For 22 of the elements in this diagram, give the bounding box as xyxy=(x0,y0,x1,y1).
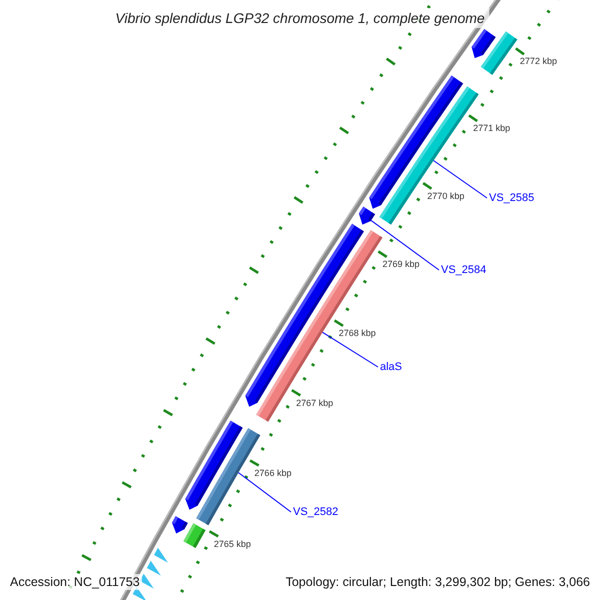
leader-line xyxy=(238,472,292,512)
scale-label: 2767 kbp xyxy=(296,398,334,408)
gene-label: alaS xyxy=(380,361,402,373)
leader-line xyxy=(432,160,488,198)
gene-block xyxy=(172,516,188,534)
gene-bar xyxy=(480,31,518,75)
leader-line xyxy=(370,220,440,270)
scale-label: 2766 kbp xyxy=(254,468,292,478)
scale-label: 2769 kbp xyxy=(382,259,420,270)
leader-line xyxy=(322,332,378,368)
gene-bar xyxy=(183,523,206,548)
scale-label: 2771 kbp xyxy=(473,123,510,134)
accession-text: Accession: NC_011753 xyxy=(8,574,142,590)
scale-label: 2770 kbp xyxy=(427,190,464,201)
gene-block xyxy=(358,206,376,225)
gene-label: VS_2585 xyxy=(489,192,534,204)
scale-label: 2765 kbp xyxy=(214,538,251,549)
gene-label: VS_2584 xyxy=(441,264,486,276)
gene-label: VS_2582 xyxy=(293,506,338,518)
genome-summary: Topology: circular; Length: 3,299,302 bp; Genes: 3,066 xyxy=(284,574,592,590)
scale-label: 2768 kbp xyxy=(338,328,376,338)
scale-label: 2772 kbp xyxy=(520,56,557,66)
